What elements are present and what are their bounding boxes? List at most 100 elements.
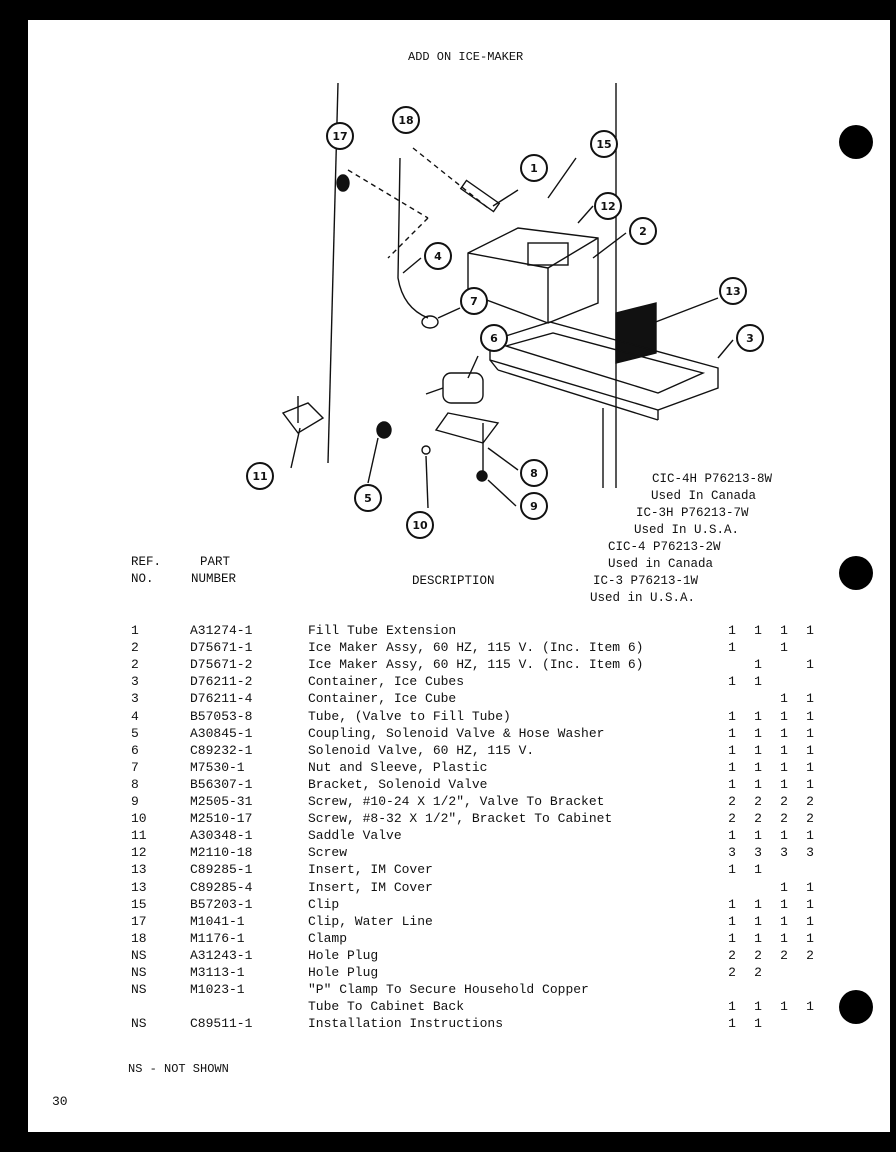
svg-text:12: 12 — [600, 200, 615, 213]
part-number-cell: M1041-1 — [190, 913, 245, 929]
svg-text:5: 5 — [364, 492, 372, 505]
part-number-cell: A30845-1 — [190, 725, 253, 741]
quantity-cell: 3 — [806, 845, 814, 861]
quantity-cell: 3 — [780, 845, 788, 861]
ref-no-cell: 18 — [131, 930, 147, 946]
model-cic-4h: CIC-4H P76213-8W — [652, 472, 773, 486]
callout-6: 6 — [480, 324, 508, 352]
quantity-cell: 1 — [806, 828, 814, 844]
quantity-cell: 1 — [780, 930, 788, 946]
quantity-cell: 1 — [728, 828, 736, 844]
description-cell: Clip, Water Line — [308, 913, 433, 929]
quantity-cell: 3 — [728, 845, 736, 861]
quantity-cell: 1 — [780, 879, 788, 895]
quantity-cell: 1 — [728, 862, 736, 878]
ref-no-cell: 13 — [131, 862, 147, 878]
quantity-cell: 1 — [806, 708, 814, 724]
parts-page: ADD ON ICE-MAKER — [28, 20, 890, 1132]
description-cell: Ice Maker Assy, 60 HZ, 115 V. (Inc. Item… — [308, 640, 644, 656]
part-number-cell: M1176-1 — [190, 930, 245, 946]
binder-hole — [839, 125, 873, 159]
ref-no-cell: NS — [131, 1016, 147, 1032]
quantity-cell: 1 — [806, 930, 814, 946]
svg-text:11: 11 — [252, 470, 267, 483]
part-number-cell: D75671-2 — [190, 657, 253, 673]
quantity-cell: 1 — [806, 999, 814, 1015]
quantity-cell: 1 — [728, 708, 736, 724]
description-cell: Saddle Valve — [308, 828, 402, 844]
description-cell: "P" Clamp To Secure Household Copper — [308, 982, 589, 998]
quantity-cell: 2 — [754, 811, 762, 827]
binder-hole — [839, 990, 873, 1024]
ref-no-cell: 7 — [131, 759, 139, 775]
quantity-cell: 1 — [806, 657, 814, 673]
part-number-cell: M1023-1 — [190, 982, 245, 998]
page-title: ADD ON ICE-MAKER — [408, 50, 524, 64]
part-number-cell: M2510-17 — [190, 811, 253, 827]
callout-4: 4 — [424, 242, 452, 270]
quantity-cell: 1 — [754, 708, 762, 724]
svg-text:13: 13 — [725, 285, 740, 298]
description-cell: Container, Ice Cube — [308, 691, 457, 707]
callout-1: 1 — [520, 154, 548, 182]
model-cic-4-usage: Used in Canada — [608, 557, 714, 571]
svg-text:1: 1 — [530, 162, 538, 175]
svg-text:4: 4 — [434, 250, 442, 263]
quantity-cell: 1 — [806, 879, 814, 895]
ref-no-cell: 11 — [131, 828, 147, 844]
page-number: 30 — [52, 1094, 68, 1109]
part-number-cell: D76211-2 — [190, 674, 253, 690]
callout-18: 18 — [392, 106, 420, 134]
quantity-cell: 1 — [728, 674, 736, 690]
header-description: DESCRIPTION — [412, 574, 495, 588]
part-number-cell: M3113-1 — [190, 965, 245, 980]
model-ic-3: IC-3 P76213-1W — [593, 574, 699, 588]
part-number-cell: C89232-1 — [190, 742, 253, 758]
quantity-cell: 1 — [754, 913, 762, 929]
quantity-cell: 1 — [728, 640, 736, 656]
part-number-cell: B57203-1 — [190, 896, 253, 912]
callout-7: 7 — [460, 287, 488, 315]
description-cell: Clip — [308, 896, 340, 912]
quantity-cell: 1 — [780, 776, 788, 792]
quantity-cell: 1 — [754, 1016, 762, 1032]
quantity-cell: 1 — [780, 913, 788, 929]
quantity-cell: 2 — [780, 811, 788, 827]
ref-no-cell: 2 — [131, 657, 139, 673]
quantity-cell: 2 — [728, 965, 736, 980]
quantity-cell: 1 — [780, 896, 788, 912]
part-number-cell: C89285-4 — [190, 879, 253, 895]
quantity-cell: 1 — [728, 725, 736, 741]
quantity-cell: 1 — [754, 623, 762, 638]
description-cell: Fill Tube Extension — [308, 623, 457, 638]
model-ic-3h: IC-3H P76213-7W — [636, 506, 749, 520]
description-cell: Hole Plug — [308, 947, 379, 963]
quantity-cell: 1 — [728, 1016, 736, 1032]
quantity-cell: 1 — [780, 623, 788, 638]
header-part: PART — [200, 555, 231, 569]
description-cell: Container, Ice Cubes — [308, 674, 465, 690]
ref-no-cell: 8 — [131, 776, 139, 792]
quantity-cell: 2 — [806, 811, 814, 827]
part-number-cell: M7530-1 — [190, 759, 245, 775]
quantity-cell: 1 — [754, 776, 762, 792]
quantity-cell: 1 — [754, 674, 762, 690]
ref-no-cell: 10 — [131, 811, 147, 827]
quantity-cell: 1 — [806, 759, 814, 775]
svg-text:9: 9 — [530, 500, 538, 513]
ref-no-cell: 6 — [131, 742, 139, 758]
callout-13: 13 — [719, 277, 747, 305]
quantity-cell: 1 — [780, 742, 788, 758]
